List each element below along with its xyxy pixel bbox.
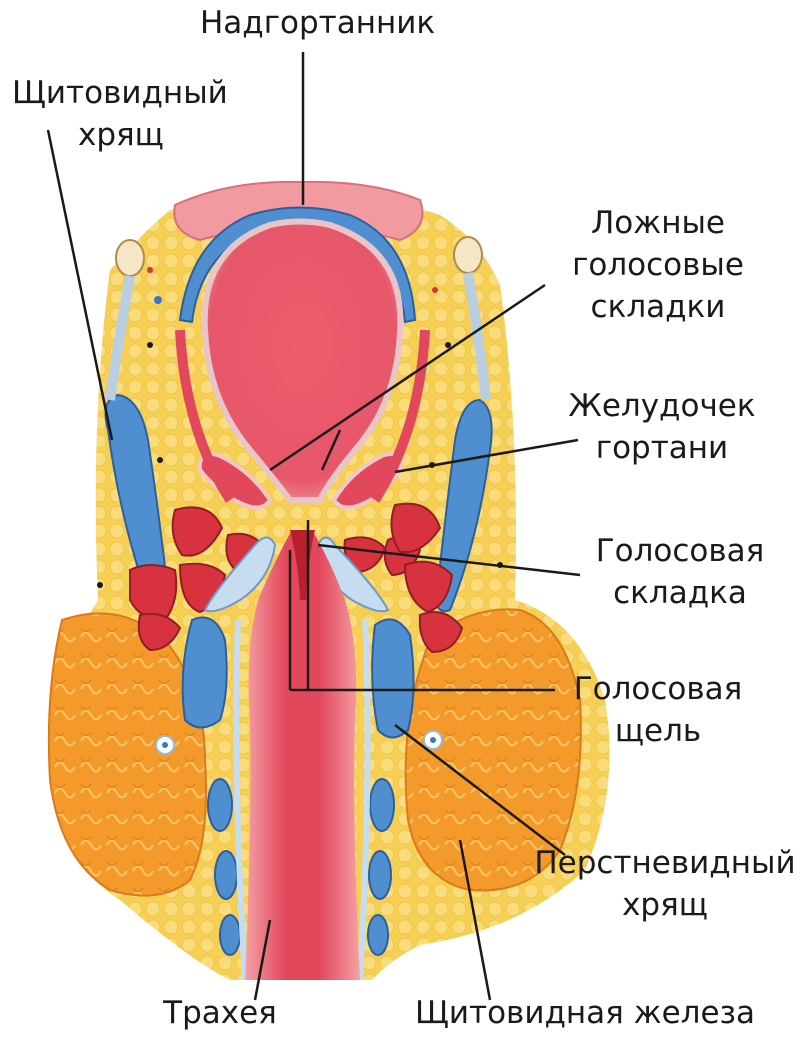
label-line: Надгортанник — [200, 2, 430, 44]
label-line: складки — [558, 286, 758, 328]
label-cricoid-cartilage: Перстневидный хрящ — [530, 842, 800, 926]
label-epiglottis: Надгортанник — [200, 2, 430, 44]
label-line: Голосовая — [558, 668, 758, 710]
label-line: Желудочек — [562, 385, 762, 427]
label-line: хрящ — [530, 884, 800, 926]
label-trachea: Трахея — [150, 992, 290, 1034]
label-thyroid-gland: Щитовидная железа — [405, 992, 765, 1034]
label-thyroid-cartilage: Щитовидный хрящ — [12, 72, 228, 156]
label-false-vocal-folds: Ложные голосовые складки — [558, 202, 758, 328]
label-line: голосовые — [558, 244, 758, 286]
label-line: Трахея — [150, 992, 290, 1034]
label-vocal-fold: Голосовая складка — [580, 530, 780, 614]
label-line: Щитовидная железа — [405, 992, 765, 1034]
label-line: щель — [558, 710, 758, 752]
label-line: складка — [580, 572, 780, 614]
leader-thyroid-cartilage — [48, 130, 112, 440]
label-line: Ложные — [558, 202, 758, 244]
cricoid-right — [372, 619, 413, 737]
label-line: Перстневидный — [530, 842, 800, 884]
label-glottis: Голосовая щель — [558, 668, 758, 752]
label-line: хрящ — [12, 114, 228, 156]
superior-horn-left — [116, 240, 144, 276]
label-line: гортани — [562, 427, 762, 469]
cricoid-left — [183, 618, 227, 728]
label-line: Голосовая — [580, 530, 780, 572]
label-line: Щитовидный — [12, 72, 228, 114]
label-laryngeal-ventricle: Желудочек гортани — [562, 385, 762, 469]
superior-horn-right — [454, 237, 482, 273]
